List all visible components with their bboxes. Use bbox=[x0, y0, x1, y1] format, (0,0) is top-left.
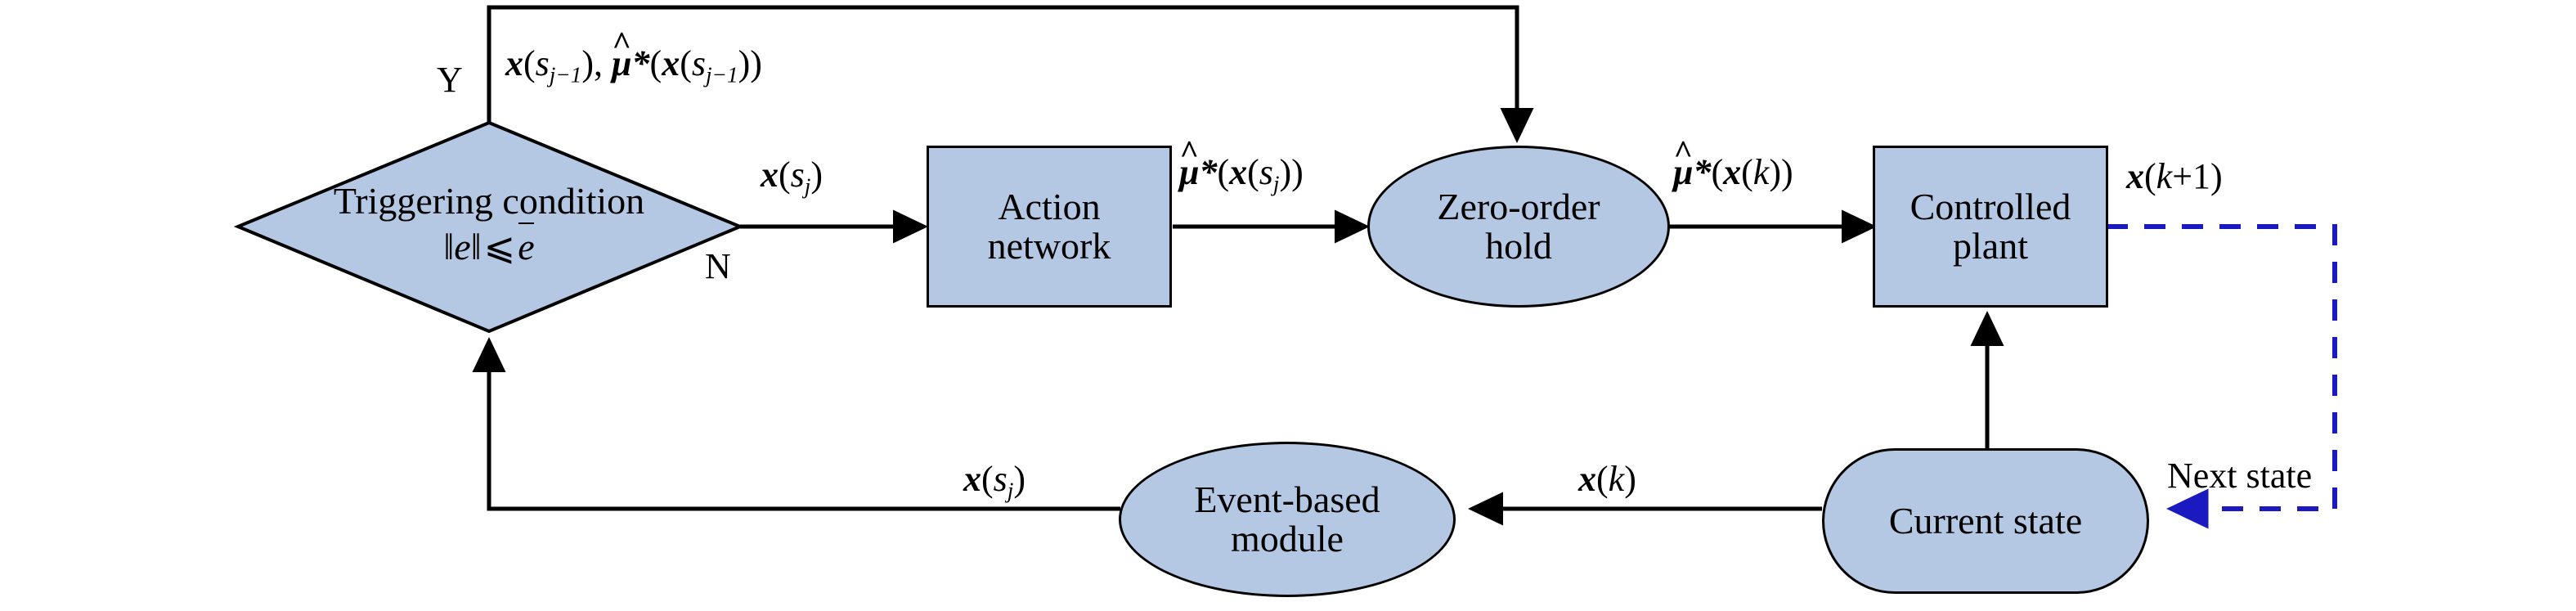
signal-mu-x-sj: μ*(x(sj)) bbox=[1179, 151, 1304, 197]
sig-top-sub2: j−1 bbox=[705, 62, 738, 88]
sig-f-x: x bbox=[963, 459, 981, 499]
sig-top-x: x bbox=[505, 43, 523, 83]
sig-b-s: s bbox=[1259, 152, 1273, 192]
wire-plant-to-current-state-dashed bbox=[2107, 224, 2337, 529]
sig-d-x: x bbox=[2126, 156, 2144, 196]
node-controlled-plant[interactable]: Controlled plant bbox=[1873, 146, 2108, 308]
sig-top-p6: ) bbox=[750, 43, 762, 83]
zero-order-hold-line1: Zero-order bbox=[1437, 185, 1600, 227]
triggering-condition-line2: ‖e‖⩽e bbox=[238, 222, 740, 268]
signal-x-sj-bottom: x(sj) bbox=[963, 459, 1026, 503]
signal-x-k-bottom: x(k) bbox=[1578, 459, 1636, 499]
sig-e-x: x bbox=[1578, 459, 1596, 499]
sig-top-mu: μ bbox=[612, 43, 631, 84]
node-action-network[interactable]: Action network bbox=[927, 146, 1172, 308]
controlled-plant-line2: plant bbox=[1953, 225, 2028, 267]
sig-top-p2: ) bbox=[581, 43, 595, 83]
triggering-condition-line1: Triggering condition bbox=[333, 180, 645, 222]
sig-a-sub: j bbox=[804, 173, 811, 199]
node-triggering-condition[interactable]: Triggering condition ‖e‖⩽e bbox=[238, 123, 740, 331]
signal-mu-x-k: μ*(x(k)) bbox=[1673, 151, 1793, 193]
sig-f-s: s bbox=[993, 459, 1008, 499]
sig-top-p1: ( bbox=[523, 43, 536, 83]
sig-a-x: x bbox=[761, 155, 779, 195]
norm-open: ‖ bbox=[443, 225, 455, 267]
sig-top-comma: , bbox=[594, 43, 613, 83]
current-state-label: Current state bbox=[1888, 499, 2083, 541]
sig-d-plus: +1 bbox=[2172, 156, 2211, 196]
triggering-condition-shape bbox=[233, 120, 745, 334]
signal-next-state: Next state bbox=[2167, 456, 2313, 496]
branch-label-yes: Y bbox=[437, 60, 463, 100]
action-network-line1: Action bbox=[998, 185, 1101, 227]
controlled-plant-line1: Controlled bbox=[1910, 185, 2071, 227]
sig-top-sub1: j−1 bbox=[549, 62, 582, 88]
sig-b-x: x bbox=[1229, 152, 1248, 192]
sig-top-s2: s bbox=[691, 43, 706, 83]
error-symbol: e bbox=[454, 225, 471, 267]
branch-label-no: N bbox=[705, 246, 731, 286]
zero-order-hold-line2: hold bbox=[1485, 225, 1552, 267]
signal-x-sj-to-action: x(sj) bbox=[761, 155, 824, 199]
sig-top-p3: ( bbox=[649, 43, 662, 83]
sig-b-mu: μ bbox=[1179, 151, 1199, 193]
sig-c-star: * bbox=[1693, 152, 1712, 192]
node-event-based-module[interactable]: Event-based module bbox=[1119, 442, 1456, 597]
norm-close: ‖ bbox=[470, 225, 482, 267]
sig-b-sub: j bbox=[1272, 171, 1280, 196]
action-network-line2: network bbox=[987, 225, 1111, 267]
event-based-module-line1: Event-based bbox=[1194, 478, 1380, 520]
sig-f-sub: j bbox=[1007, 478, 1014, 503]
event-based-module-line2: module bbox=[1231, 518, 1344, 559]
node-current-state[interactable]: Current state bbox=[1822, 448, 2149, 594]
sig-b-star: * bbox=[1199, 152, 1218, 192]
sig-top-s: s bbox=[535, 43, 550, 83]
signal-x-k-plus-1: x(k+1) bbox=[2126, 156, 2223, 196]
sig-top-p5: ) bbox=[738, 43, 751, 83]
sig-a-s: s bbox=[790, 155, 805, 195]
wire-feedback-top bbox=[487, 5, 1534, 144]
sig-top-star: * bbox=[631, 43, 650, 83]
error-threshold-symbol: e bbox=[518, 222, 535, 267]
sig-top-x2: x bbox=[662, 43, 680, 83]
sig-c-k: k bbox=[1752, 152, 1770, 192]
node-zero-order-hold[interactable]: Zero-order hold bbox=[1367, 146, 1670, 308]
sig-e-k: k bbox=[1608, 459, 1625, 499]
sig-d-k: k bbox=[2156, 156, 2173, 196]
wire-event-module-to-trigger bbox=[472, 336, 1120, 511]
sig-top-p4: ( bbox=[680, 43, 692, 83]
sig-c-x: x bbox=[1723, 152, 1742, 192]
signal-feedback-top: x(sj−1), μ*(x(sj−1)) bbox=[505, 43, 762, 88]
sig-c-mu: μ bbox=[1673, 151, 1693, 193]
relation-symbol: ⩽ bbox=[483, 225, 516, 267]
